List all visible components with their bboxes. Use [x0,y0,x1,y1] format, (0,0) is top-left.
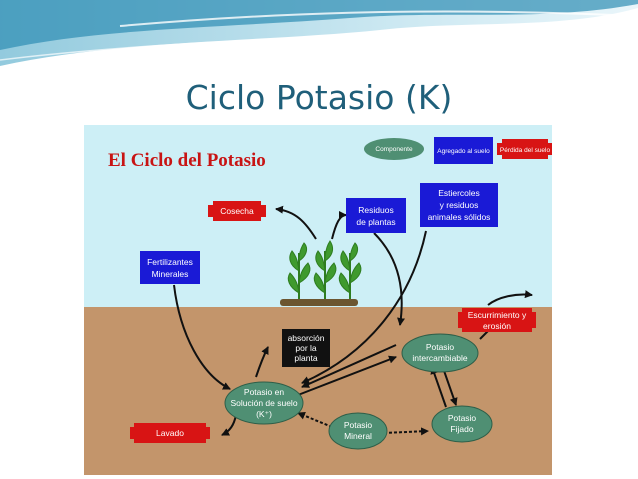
node-estiercoles-label-1: Estiercoles [438,188,480,198]
node-intercambiable [401,333,479,373]
arrow-mineral-to-solucion [297,411,333,428]
node-escurrimiento-label-1: Escurrimiento y [468,310,527,320]
node-intercambiable-label-1: Potasio [426,342,455,352]
node-estiercoles-label-2: y residuos [440,200,479,210]
arrow-residuos-to-intercambiable [373,232,405,326]
node-escurrimiento [458,308,536,332]
node-cosecha-label: Cosecha [220,206,254,216]
figure-title: El Ciclo del Potasio [108,150,266,171]
node-fertilizantes-label-2: Minerales [152,269,189,279]
node-estiercoles-label-3: animales sólidos [428,212,491,222]
potassium-cycle-diagram: El Ciclo del Potasio Componente Agregado… [84,125,552,475]
node-cosecha [208,201,266,221]
arrow-solucion-to-intercambiable [297,355,397,396]
legend: Componente Agregado al suelo Pérdida del… [364,137,552,164]
legend-component-swatch [364,138,424,160]
legend-added-swatch [434,137,493,164]
legend-component-label: Componente [375,146,413,153]
node-mineral [328,412,388,450]
arrow-escurrimiento-up [487,290,533,306]
node-lavado-label: Lavado [156,428,184,438]
arrow-estiercoles-to-solucion [301,230,427,384]
arrow-fijado-to-intercambiable [430,366,447,408]
node-fertilizantes [140,251,200,284]
node-solucion [224,381,304,425]
node-absorcion [282,329,330,367]
arrow-fertilizantes-to-solucion [173,284,231,390]
node-absorcion-label-3: planta [294,353,317,363]
legend-loss-swatch [497,139,552,159]
node-estiercoles [420,183,498,227]
node-residuos [346,198,406,233]
node-absorcion-label-2: por la [295,343,317,353]
node-solucion-label-2: Solución de suelo [230,398,297,408]
node-solucion-label-1: Potasio en [244,387,284,397]
arrow-intercambiable-to-solucion [301,344,397,388]
arrow-mineral-to-fijado [383,427,429,436]
arrows [173,205,533,436]
header-wave [0,0,638,66]
arrow-plant-to-residuos [331,211,347,240]
legend-added-label: Agregado al suelo [437,148,490,155]
node-lavado [130,423,210,443]
arrow-plant-to-cosecha [275,205,317,240]
node-fijado [431,405,493,443]
arrow-solucion-to-absorcion [255,346,269,378]
node-solucion-label-3: (K⁺) [256,409,272,419]
node-residuos-label-2: de plantas [356,217,395,227]
node-fijado-label-2: Fijado [450,424,473,434]
node-mineral-label-1: Potasio [344,420,373,430]
node-residuos-label-1: Residuos [358,205,393,215]
node-escurrimiento-label-2: erosión [483,321,511,331]
legend-loss-label: Pérdida del suelo [500,147,551,154]
slide-title: Ciclo Potasio (K) [185,78,453,117]
plant-icon [280,240,362,306]
node-fertilizantes-label-1: Fertilizantes [147,257,193,267]
node-mineral-label-2: Mineral [344,431,372,441]
node-intercambiable-label-2: intercambiable [412,353,468,363]
node-fijado-label-1: Potasio [448,413,477,423]
node-absorcion-label-1: absorción [288,333,325,343]
